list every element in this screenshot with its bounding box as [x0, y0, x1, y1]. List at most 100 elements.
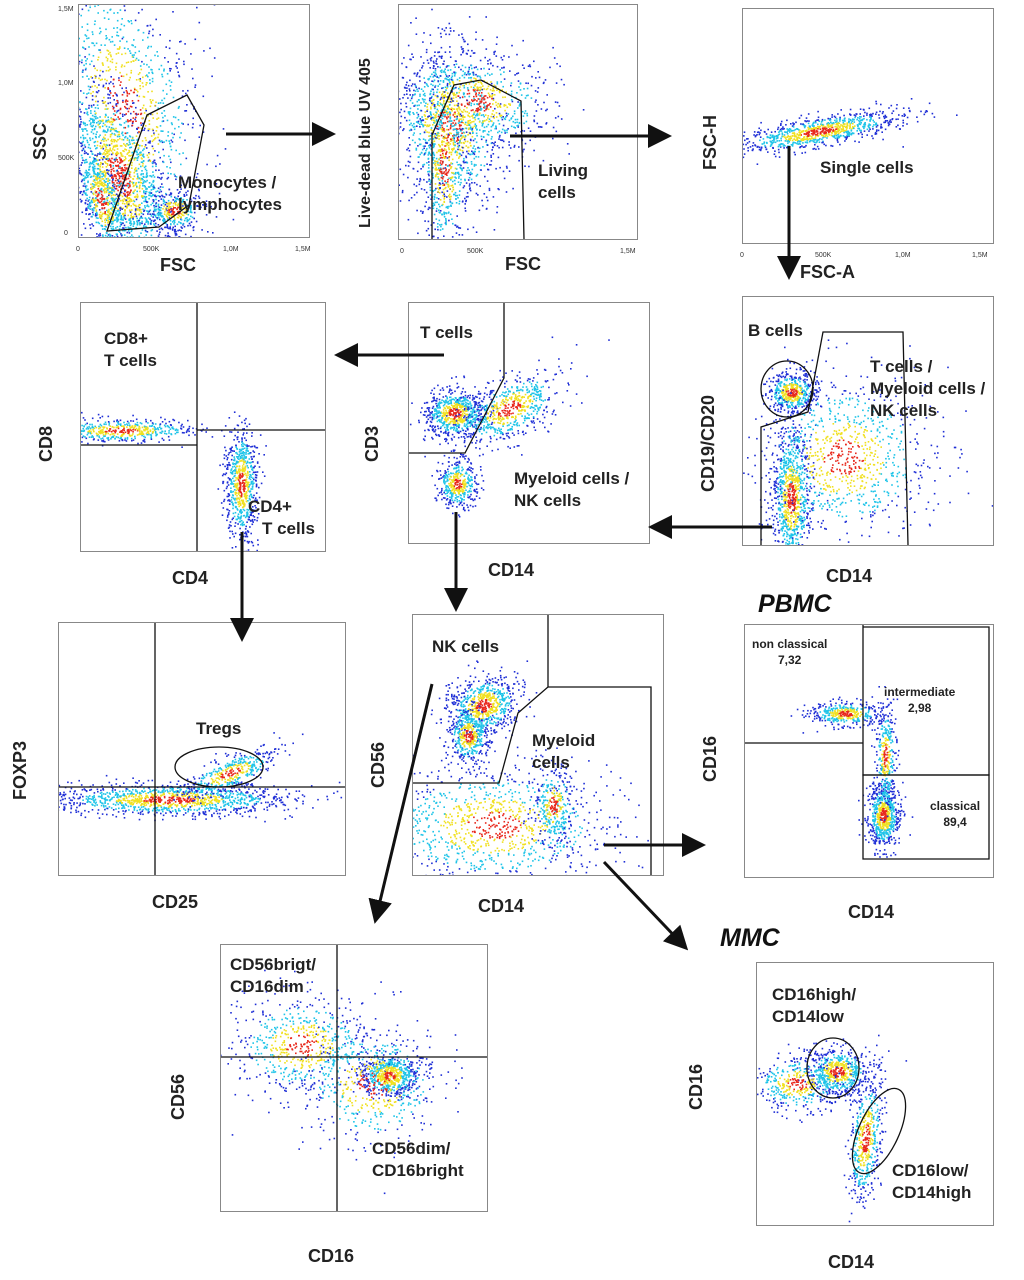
- event-cloud: [743, 98, 958, 165]
- event-cloud: [173, 732, 304, 821]
- x-axis-label-cd14-2: CD14: [826, 566, 872, 587]
- gate-outline: [548, 686, 652, 875]
- y-axis-label-cd56: CD56: [368, 742, 389, 788]
- event-cloud: [221, 969, 419, 1136]
- tick: 0: [400, 248, 404, 255]
- y-axis-label-cd19-cd20: CD19/CD20: [698, 395, 719, 492]
- plot-cd25-foxp3: [58, 622, 346, 876]
- x-axis-label-cd14-4: CD14: [848, 902, 894, 923]
- tick: 1,5M: [972, 252, 988, 259]
- gate-outline: [409, 303, 505, 454]
- scatter-cd16-cd56: [221, 945, 487, 1211]
- tick: 0: [740, 252, 744, 259]
- event-cloud: [743, 339, 993, 543]
- gate-outline: [59, 623, 345, 875]
- scatter-cd14-cd19: [743, 331, 993, 545]
- y-axis-label-foxp3: FOXP3: [10, 741, 31, 800]
- x-axis-label-cd14: CD14: [488, 560, 534, 581]
- gate-label-myeloid-nk: Myeloid cells / NK cells: [514, 468, 629, 512]
- y-axis-label-fsch: FSC-H: [700, 115, 721, 170]
- tick: 500K: [815, 252, 831, 259]
- y-axis-label-livedead: Live-dead blue UV 405: [357, 58, 375, 228]
- x-axis-label-fsca: FSC-A: [800, 262, 855, 283]
- plot-cd16-cd56: [220, 944, 488, 1212]
- event-cloud: [843, 1044, 889, 1223]
- event-cloud: [760, 378, 829, 545]
- plot-cd14-cd3: [408, 302, 650, 544]
- gate-label-t-myeloid-nk: T cells / Myeloid cells / NK cells: [870, 356, 985, 422]
- gate-ellipse: [806, 1037, 860, 1099]
- gate-label-living: Living cells: [538, 160, 588, 204]
- event-cloud: [413, 723, 649, 875]
- scatter-cd4-cd8: [81, 303, 325, 551]
- event-cloud: [217, 411, 267, 551]
- gate-label-single-cells: Single cells: [820, 157, 914, 179]
- y-axis-label-cd56-2: CD56: [168, 1074, 189, 1120]
- plot-fsc-livedead: [398, 4, 638, 240]
- scatter-fsc-ssc: [79, 5, 235, 237]
- gate-label-non-classical: non classical 7,32: [752, 636, 827, 668]
- event-cloud: [871, 686, 901, 821]
- tick: 1,5M: [58, 6, 74, 13]
- event-cloud: [522, 749, 591, 873]
- event-cloud: [79, 108, 134, 237]
- gate-label-cd4: CD4+ T cells: [248, 496, 315, 540]
- y-axis-label-cd3: CD3: [362, 426, 383, 462]
- gate-label-cd16low: CD16low/ CD14high: [892, 1160, 971, 1204]
- y-axis-label-ssc: SSC: [30, 123, 51, 160]
- x-axis-label-cd16: CD16: [308, 1246, 354, 1267]
- tick: 1,0M: [895, 252, 911, 259]
- x-axis-label-cd14-3: CD14: [478, 896, 524, 917]
- plot-fsc-ssc: [78, 4, 310, 238]
- y-axis-label-cd8: CD8: [36, 426, 57, 462]
- scatter-cd25-foxp3: [59, 623, 345, 875]
- gate-outline: [221, 945, 487, 1211]
- scatter-cd14-cd3: [409, 303, 610, 518]
- tick: 0: [76, 246, 80, 253]
- gate-label-nk-cells: NK cells: [432, 636, 499, 658]
- gate-label-classical: classical 89,4: [930, 798, 980, 830]
- gate-label-t-cells: T cells: [420, 322, 473, 344]
- gate-label-cd8: CD8+ T cells: [104, 328, 157, 372]
- event-cloud: [81, 411, 231, 448]
- tick: 500K: [467, 248, 483, 255]
- tick: 500K: [58, 155, 74, 162]
- tick: 1,0M: [58, 80, 74, 87]
- plot-mmc-cd14-cd16: [756, 962, 994, 1226]
- gate-outline: [862, 774, 990, 860]
- gate-outline: [81, 303, 325, 551]
- event-cloud: [399, 8, 561, 233]
- event-cloud: [430, 660, 538, 753]
- gate-label-cd56dim: CD56dim/ CD16bright: [372, 1138, 464, 1182]
- gate-outline: [760, 331, 909, 545]
- tick: 1,5M: [620, 248, 636, 255]
- gate-label-cd16high: CD16high/ CD14low: [772, 984, 856, 1028]
- plot-cd14-cd19: [742, 296, 994, 546]
- event-cloud: [433, 336, 610, 460]
- gate-label-tregs: Tregs: [196, 718, 241, 740]
- event-cloud: [762, 358, 823, 424]
- x-axis-label-fsc-2: FSC: [505, 254, 541, 275]
- gate-ellipse: [174, 746, 264, 788]
- tick: 0: [64, 230, 68, 237]
- scatter-pbmc-cd14-cd16: [745, 625, 990, 860]
- gate-ellipse: [760, 360, 814, 418]
- event-cloud: [407, 32, 489, 239]
- event-cloud: [791, 1034, 908, 1113]
- plot-fsca-fsch: [742, 8, 994, 244]
- gate-outline: [413, 615, 549, 784]
- gate-label-monocytes: Monocytes / lymphocytes: [178, 172, 282, 216]
- event-cloud: [134, 186, 221, 237]
- scatter-fsca-fsch: [743, 98, 958, 165]
- gate-label-intermediate: intermediate 2,98: [884, 684, 955, 716]
- x-axis-label-cd4: CD4: [172, 568, 208, 589]
- plot-pbmc-cd14-cd16: [744, 624, 994, 878]
- event-cloud: [268, 991, 463, 1195]
- event-cloud: [440, 692, 513, 776]
- plot-cd14-cd56: [412, 614, 664, 876]
- gate-outline: [106, 94, 205, 232]
- tick: 1,0M: [223, 246, 239, 253]
- event-cloud: [757, 1043, 856, 1123]
- heading-mmc: MMC: [720, 924, 780, 953]
- event-cloud: [409, 375, 506, 458]
